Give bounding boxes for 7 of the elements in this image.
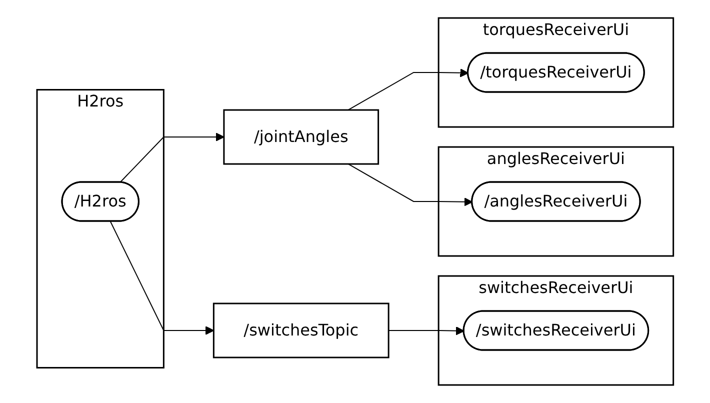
arrow	[388, 326, 464, 336]
node-box: /switchesTopic	[212, 302, 390, 358]
arrow	[119, 132, 224, 183]
node-box: /jointAngles	[223, 109, 379, 165]
arrow	[348, 164, 473, 206]
arrow	[110, 221, 214, 335]
arrow	[348, 68, 468, 110]
